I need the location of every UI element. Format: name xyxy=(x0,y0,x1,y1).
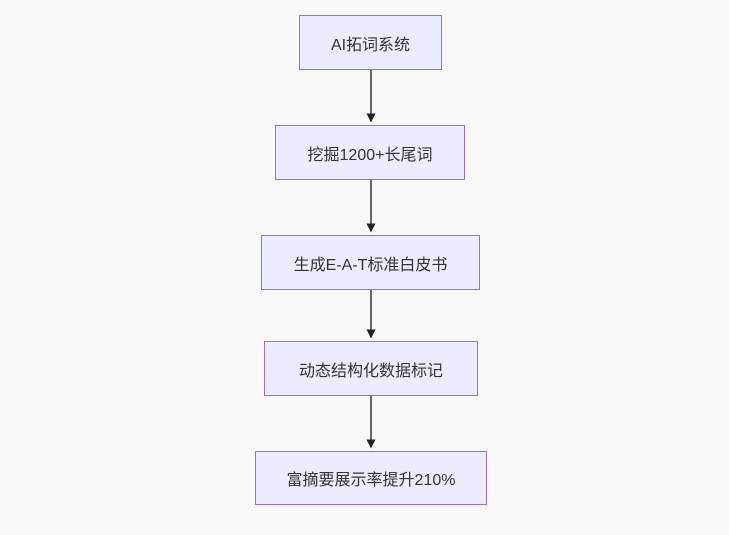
flow-node-label: 生成E-A-T标准白皮书 xyxy=(293,256,448,274)
flow-node-rich-snippet-uplift: 富摘要展示率提升210% xyxy=(255,451,487,505)
flow-node-ai-keyword-system: AI拓词系统 xyxy=(299,15,442,70)
flow-node-label: AI拓词系统 xyxy=(330,36,411,54)
flow-node-structured-data-markup: 动态结构化数据标记 xyxy=(264,341,478,396)
flow-node-longtail-mining: 挖掘1200+长尾词 xyxy=(275,125,465,180)
flow-node-label: 挖掘1200+长尾词 xyxy=(307,146,433,164)
flow-node-label: 富摘要展示率提升210% xyxy=(286,472,456,489)
flow-node-label: 动态结构化数据标记 xyxy=(298,362,443,380)
flow-node-eat-whitepaper: 生成E-A-T标准白皮书 xyxy=(261,235,480,290)
